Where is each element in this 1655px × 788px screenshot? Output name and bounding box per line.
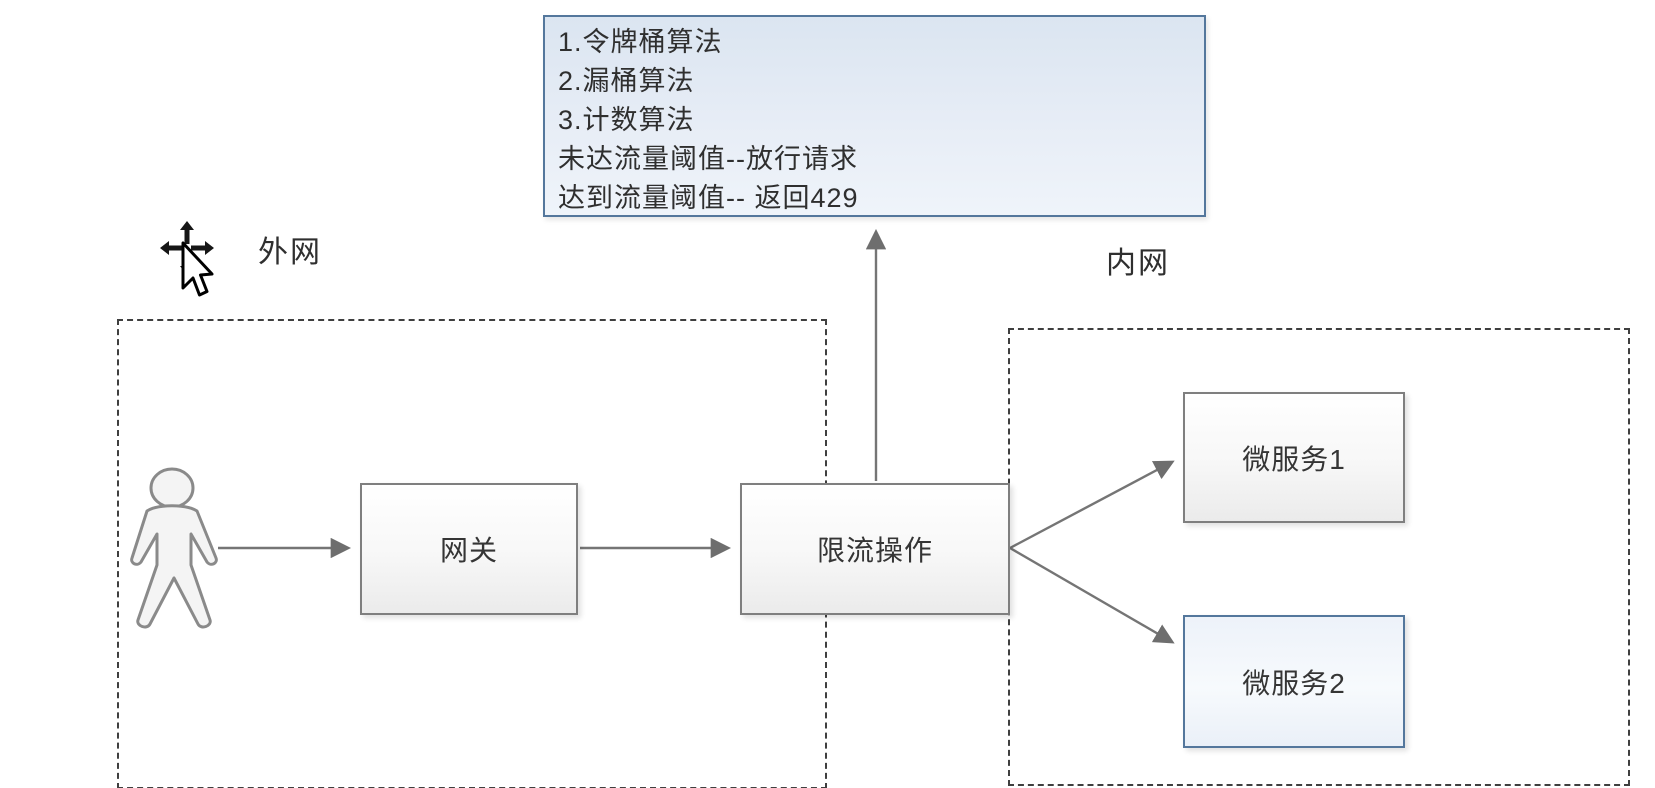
node-microservice-1-label: 微服务1 xyxy=(1242,443,1346,475)
note-line: 未达流量阈值--放行请求 xyxy=(558,144,858,174)
node-rate-limit[interactable]: 限流操作 xyxy=(740,483,1010,615)
move-cursor-icon xyxy=(160,221,214,297)
node-gateway[interactable]: 网关 xyxy=(360,483,578,615)
node-gateway-label: 网关 xyxy=(439,535,498,566)
node-microservice-2-label: 微服务2 xyxy=(1242,667,1346,699)
note-line: 1.令牌桶算法 xyxy=(558,27,723,57)
person-icon[interactable] xyxy=(126,461,222,639)
zone-label-internal: 内网 xyxy=(1106,247,1170,280)
note-line: 3.计数算法 xyxy=(558,105,695,135)
node-microservice-2[interactable]: 微服务2 xyxy=(1183,615,1405,748)
node-rate-limit-label: 限流操作 xyxy=(816,535,933,566)
note-line: 达到流量阈值-- 返回429 xyxy=(558,183,859,213)
node-microservice-1[interactable]: 微服务1 xyxy=(1183,392,1405,523)
zone-label-external: 外网 xyxy=(258,236,322,269)
note-line: 2.漏桶算法 xyxy=(558,66,695,96)
note-box-rate-limit-algorithms[interactable]: 1.令牌桶算法 2.漏桶算法 3.计数算法 未达流量阈值--放行请求 达到流量阈… xyxy=(543,15,1206,217)
